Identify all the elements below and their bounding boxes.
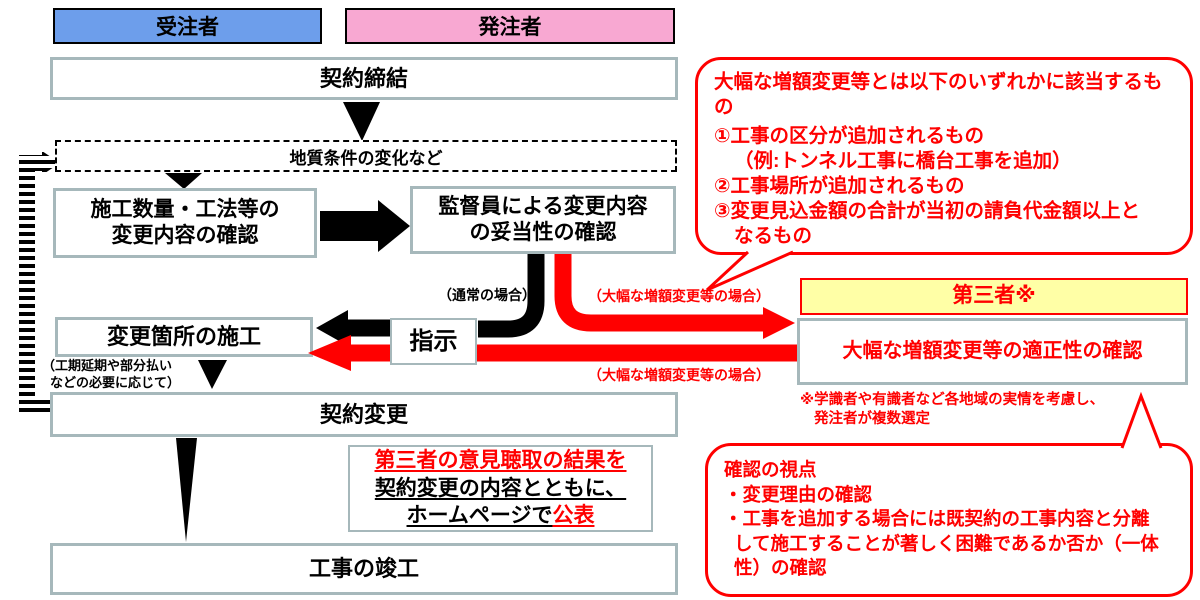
major-change-item-3-cont: なるもの: [734, 224, 813, 247]
contractor-header: 受注者: [53, 8, 322, 44]
confirmation-viewpoint-line2: ・工事を追加する場合には既契約の工事内容と分離: [724, 508, 1150, 530]
schedule-note-line2: などの必要に応じて）: [50, 374, 181, 390]
major-change-definition-callout: 大幅な増額変更等とは以下のいずれかに該当するもの ①工事の区分が追加されるもの …: [695, 57, 1193, 255]
viewpoint-callout-tail: [1120, 391, 1163, 449]
quantity-check-line1: 施工数量・工法等の: [90, 197, 280, 221]
confirmation-viewpoint-callout: 確認の視点 ・変更理由の確認 ・工事を追加する場合には既契約の工事内容と分離 し…: [705, 443, 1193, 597]
quantity-check-line2: 変更内容の確認: [111, 224, 259, 247]
arrow-construction-to-change: [198, 360, 227, 389]
arrow-instruction-to-construction-head: [316, 310, 348, 346]
third-party-note-line2: 発注者が複数選定: [814, 410, 930, 427]
supervisor-check-line2: の妥当性の確認: [469, 221, 617, 244]
publication-line3: ホームページで公表: [407, 502, 595, 530]
publication-box: 第三者の意見聴取の結果を 契約変更の内容とともに、 ホームページで公表: [348, 445, 653, 532]
major-case-upper-text: （大幅な増額変更等の場合）: [588, 288, 770, 304]
completion-box: 工事の竣工: [50, 543, 678, 595]
third-party-note-line1: ※学識者や有識者など各地域の実情を考慮し、: [800, 392, 1105, 408]
changed-part-construction-label: 変更箇所の施工: [106, 324, 261, 350]
confirmation-viewpoint-line4: 性）の確認: [734, 557, 827, 579]
publication-line2: 契約変更の内容とともに、: [374, 476, 627, 500]
contract-conclusion-box: 契約締結: [50, 57, 678, 100]
orderer-header-label: 発注者: [478, 16, 542, 39]
supervisor-check-box: 監督員による変更内容 の妥当性の確認: [410, 186, 676, 254]
major-change-definition-title: 大幅な増額変更等とは以下のいずれかに該当するもの: [714, 71, 1163, 118]
changed-part-construction-box: 変更箇所の施工: [55, 317, 313, 357]
instruction-box: 指示: [390, 318, 477, 365]
supervisor-check-line1: 監督員による変更内容: [438, 194, 648, 218]
repeat-loop-arrowhead: [42, 151, 60, 175]
major-case-upper-label: （大幅な増額変更等の場合）: [588, 287, 770, 305]
geological-change-box: 地質条件の変化など: [55, 140, 677, 172]
publication-line3-red: 公表: [552, 504, 595, 528]
normal-case-label: （通常の場合）: [438, 286, 536, 304]
major-case-lower-label: （大幅な増額変更等の場合）: [588, 366, 770, 384]
confirmation-viewpoint-title: 確認の視点: [724, 459, 817, 480]
publication-line1: 第三者の意見聴取の結果を: [374, 448, 627, 472]
major-case-lower-text: （大幅な増額変更等の場合）: [588, 367, 770, 383]
quantity-check-box: 施工数量・工法等の 変更内容の確認: [53, 188, 317, 258]
major-change-item-3: ③変更見込金額の合計が当初の請負代金額以上と: [714, 199, 1141, 222]
arrow-quantity-to-supervisor-head: [378, 200, 410, 252]
third-party-title-label: 第三者※: [952, 284, 1036, 308]
contract-change-label: 契約変更: [319, 401, 408, 427]
major-change-callout-tail: [705, 250, 794, 292]
schedule-note-line1: （工期延期や部分払い: [42, 358, 173, 373]
major-change-item-2: ②工事場所が追加されるもの: [714, 174, 965, 197]
completion-label: 工事の竣工: [308, 556, 419, 582]
arrow-supervisor-to-thirdparty: [554, 253, 764, 332]
arrow-change-to-completion: [176, 438, 197, 542]
arrow-supervisor-to-thirdparty-head: [763, 307, 795, 339]
repeat-loop-arrow: [19, 155, 62, 416]
contract-conclusion-label: 契約締結: [319, 65, 408, 91]
third-party-check-label: 大幅な増額変更等の適正性の確認: [842, 340, 1143, 362]
arrow-conclusion-to-geo: [343, 102, 380, 141]
contractor-header-label: 受注者: [156, 16, 219, 39]
normal-case-text: （通常の場合）: [438, 287, 536, 303]
schedule-note: （工期延期や部分払い などの必要に応じて）: [42, 358, 180, 392]
contract-change-box: 契約変更: [50, 392, 678, 437]
publication-line3-black: ホームページで: [406, 504, 553, 528]
confirmation-viewpoint-line1: ・変更理由の確認: [724, 483, 873, 505]
geological-change-label: 地質条件の変化など: [289, 148, 443, 168]
third-party-title-box: 第三者※: [800, 278, 1188, 315]
arrow-thirdparty-return-head: [308, 335, 351, 371]
arrow-supervisor-to-instruction: [478, 253, 545, 338]
third-party-check-box: 大幅な増額変更等の適正性の確認: [797, 318, 1188, 385]
arrow-geo-to-quantity: [165, 173, 202, 189]
third-party-note: ※学識者や有識者など各地域の実情を考慮し、 発注者が複数選定: [800, 391, 1104, 429]
confirmation-viewpoint-line3: して施工することが著しく困難であるか否か（一体: [734, 532, 1159, 554]
orderer-header: 発注者: [345, 8, 675, 44]
major-change-item-1-example: （例:トンネル工事に橋台工事を追加）: [734, 149, 1072, 172]
major-change-item-1: ①工事の区分が追加されるもの: [714, 124, 985, 147]
instruction-label: 指示: [409, 327, 458, 355]
